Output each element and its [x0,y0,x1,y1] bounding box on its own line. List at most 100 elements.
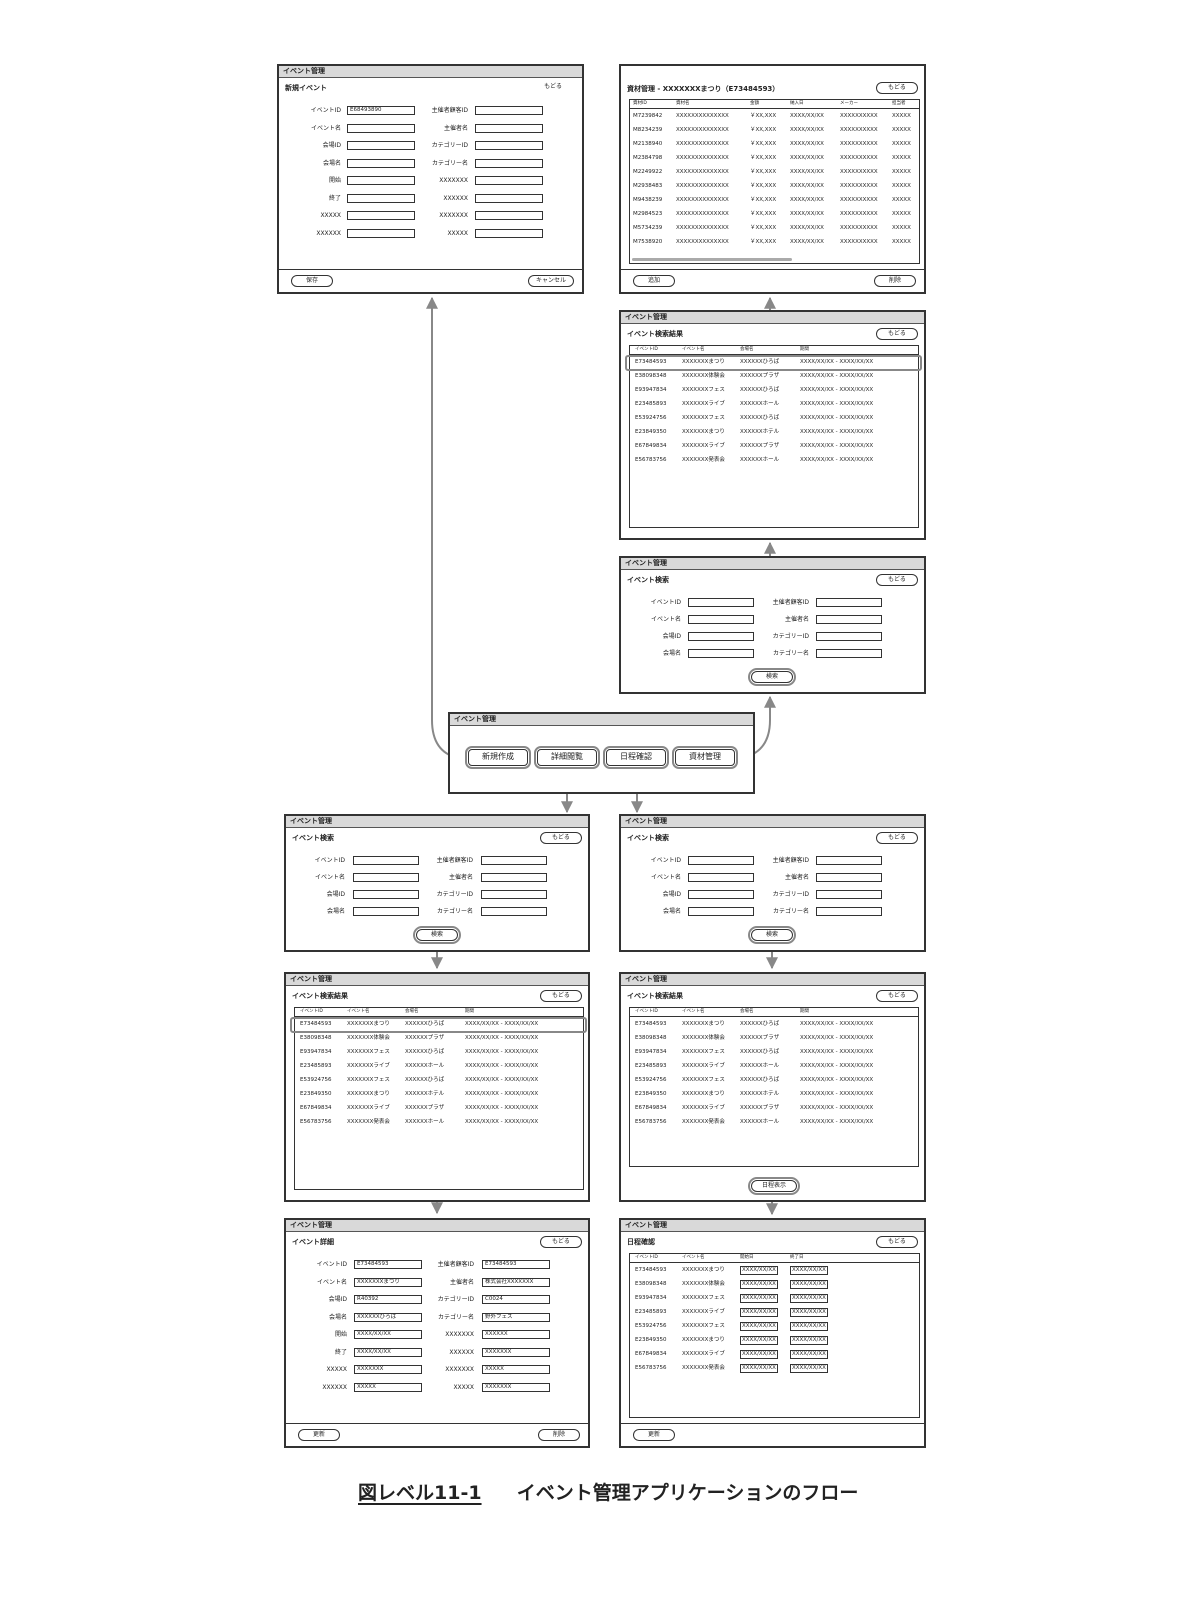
back-button[interactable]: もどる [876,832,918,844]
field-input[interactable]: E68493890 [347,106,415,115]
back-button[interactable]: もどる [540,1236,582,1248]
field-input[interactable] [475,193,543,203]
field-input[interactable]: E73484593 [354,1260,422,1269]
field-input[interactable]: XXXXXXX [354,1365,422,1374]
field-input[interactable] [347,123,415,133]
field-input[interactable] [475,176,543,185]
field-input[interactable] [347,141,415,150]
field-input[interactable] [688,907,754,916]
field-input[interactable] [347,228,415,238]
field-input[interactable]: 株式会社XXXXXXX [482,1277,550,1287]
field-input[interactable] [481,873,547,882]
field-input[interactable] [475,123,543,133]
add-button[interactable]: 追加 [633,275,675,287]
field-input[interactable] [353,873,419,882]
field-input[interactable] [688,856,754,865]
field-input[interactable]: XXXX/XX/XX [354,1330,422,1339]
back-link[interactable]: もどる [544,83,562,90]
field-input[interactable] [688,632,754,641]
menu-button[interactable]: 資材管理 [672,746,738,769]
field-input[interactable]: XXXXX [482,1365,550,1374]
field-input[interactable]: R40392 [354,1295,422,1304]
back-button[interactable]: もどる [540,990,582,1002]
back-button[interactable]: もどる [540,832,582,844]
search-button[interactable]: 検索 [748,926,796,944]
field-input[interactable]: E73484593 [482,1260,550,1269]
search-button[interactable]: 検索 [748,668,796,686]
field-input[interactable] [816,598,882,607]
field-input[interactable] [475,141,543,150]
field-input[interactable]: XXXXXXひろば [354,1312,422,1322]
field-input[interactable] [688,615,754,624]
update-button[interactable]: 更新 [298,1429,340,1441]
field-input[interactable] [475,106,543,115]
field-input[interactable] [353,856,419,865]
horizontal-scrollbar[interactable] [632,258,792,261]
field-input[interactable] [688,598,754,607]
back-button[interactable]: もどる [876,990,918,1002]
field-input[interactable] [481,907,547,916]
cancel-button[interactable]: キャンセル [528,275,574,287]
field-input[interactable] [816,649,882,658]
delete-button[interactable]: 削除 [874,275,916,287]
field-input[interactable]: XXXXXXX [482,1347,550,1357]
menu-button[interactable]: 新規作成 [465,746,531,769]
field-input[interactable] [353,890,419,899]
back-button[interactable]: もどる [876,328,918,340]
field-input[interactable] [688,890,754,899]
field-input[interactable] [475,158,543,168]
schedule-button[interactable]: 日程表示 [748,1177,800,1195]
field-input[interactable] [816,907,882,916]
field-input[interactable] [816,632,882,641]
delete-button[interactable]: 削除 [538,1429,580,1441]
field-input[interactable] [688,873,754,882]
back-button[interactable]: もどる [876,1236,918,1248]
field-input[interactable]: C0024 [482,1295,550,1304]
field-input[interactable] [475,228,543,238]
field-input[interactable]: XXXXXX [482,1330,550,1339]
menu-button[interactable]: 日程確認 [603,746,669,769]
field-input[interactable] [347,211,415,220]
field-input[interactable] [353,907,419,916]
field-input[interactable]: XXXXXXXまつり [354,1277,422,1287]
search-button[interactable]: 検索 [413,926,461,944]
field-input[interactable]: 野外フェス [482,1312,550,1322]
field-input[interactable]: XXXXX [354,1382,422,1392]
field-input[interactable] [816,873,882,882]
field-input[interactable] [688,649,754,658]
field-input[interactable] [481,856,547,865]
